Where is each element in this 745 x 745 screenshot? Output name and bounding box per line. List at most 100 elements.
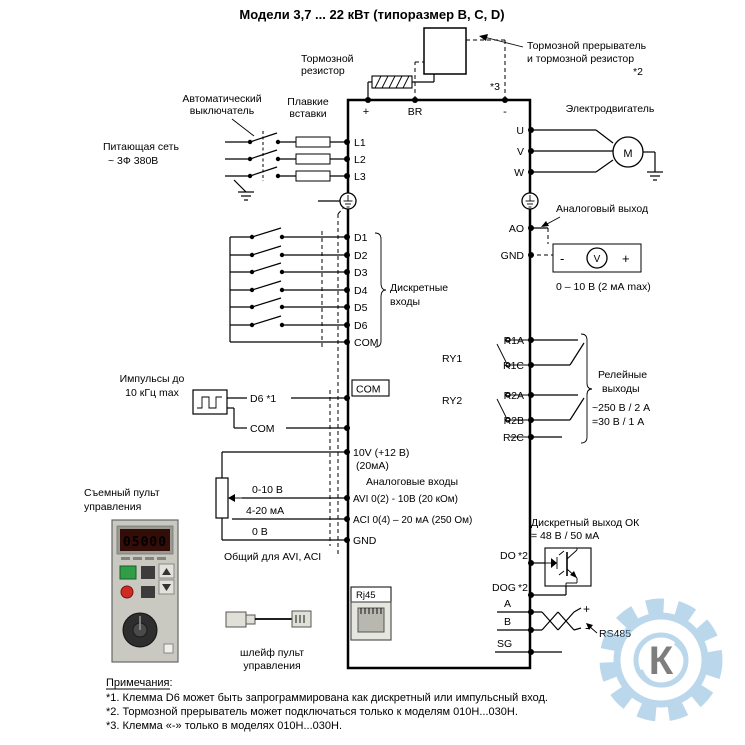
cable-illustration: шлейф пульт управления <box>225 610 312 672</box>
terminal-gnd-right-label: GND <box>501 250 525 262</box>
keypad-knob <box>122 612 158 648</box>
range-4-20ma-label: 4-20 мА <box>246 505 284 517</box>
com-terminal-box-label: COM <box>356 384 381 396</box>
motor-label: Электродвигатель <box>566 103 655 115</box>
page-title: Модели 3,7 ... 22 кВт (типоразмер B, C, … <box>239 7 504 22</box>
analog-output-range-label: 0 – 10 В (2 мА max) <box>556 281 651 293</box>
discrete-inputs-label-2: входы <box>390 296 420 308</box>
cable-connector-left <box>225 611 247 628</box>
relay-ry1-label: RY1 <box>442 353 462 365</box>
voltmeter-plus-label: + <box>622 251 630 266</box>
terminal-dog-label: DOG <box>492 582 516 594</box>
terminal-aci-label: ACI 0(4) – 20 мА (250 Ом) <box>353 515 472 526</box>
watermark-logo: К <box>599 598 723 722</box>
voltmeter-icon: - V + <box>552 243 642 273</box>
discrete-output: Дискретный выход ОК = 48 В / 50 мА DO *2… <box>492 517 640 598</box>
common-avi-aci-label: Общий для AVI, ACI <box>224 551 321 563</box>
terminal-l3-label: L3 <box>354 171 366 183</box>
notes: Примечания: *1. Клемма D6 может быть зап… <box>106 677 548 732</box>
terminal-10v-current-label: (20мА) <box>356 460 389 472</box>
note-3: *3. Клемма «-» только в моделях 010H...0… <box>106 720 342 732</box>
terminal-u-label: U <box>516 125 524 137</box>
terminal-d1-label: D1 <box>354 232 368 244</box>
chopper-note-ref: *2 <box>633 66 643 78</box>
keypad-stop-button <box>120 585 134 599</box>
supply-label-2: ~ 3Ф 380В <box>108 155 158 167</box>
relay-rating-1: ~250 В / 2 А <box>592 402 650 414</box>
terminal-avi-label: AVI 0(2) - 10В (20 кОм) <box>353 494 458 505</box>
note-2: *2. Тормозной прерыватель может подключа… <box>106 706 518 718</box>
terminal-d4-label: D4 <box>354 285 368 297</box>
voltmeter-minus-label: - <box>560 251 564 266</box>
range-0v-label: 0 В <box>252 526 268 538</box>
keypad-display <box>120 529 170 551</box>
rs485-arrow-icon <box>586 623 598 634</box>
terminal-l2-label: L2 <box>354 154 366 166</box>
rj45-connector: Rj45 <box>350 586 392 641</box>
voltmeter-v-label: V <box>594 254 601 265</box>
watermark-letter: К <box>649 639 674 683</box>
rj45-port-icon <box>350 601 392 641</box>
pulse-input: Импульсы до 10 кГц max D6 *1 COM COM <box>120 373 390 435</box>
note3-ref: *3 <box>490 81 500 93</box>
rs485-plus-label: + <box>583 602 590 616</box>
pulse-d6-label: D6 *1 <box>250 393 276 405</box>
analog-inputs: 0-10 В 4-20 мА 0 В Общий для AVI, ACI 10… <box>215 447 472 563</box>
pe-terminal-right-icon <box>521 192 539 210</box>
supply-label-1: Питающая сеть <box>103 141 179 153</box>
relay-ry1-contact-icon <box>496 337 528 368</box>
discrete-inputs-label-1: Дискретные <box>390 282 448 294</box>
keypad-display-value: 05000 <box>123 535 167 550</box>
relay-outputs-label-1: Релейные <box>598 369 647 381</box>
chopper-label-1: Тормозной прерыватель <box>527 40 647 52</box>
breaker-label-1: Автоматический <box>182 93 261 105</box>
terminal-br-label: BR <box>408 106 423 118</box>
terminal-com-label: COM <box>354 337 379 349</box>
terminal-d3-label: D3 <box>354 267 368 279</box>
watermark-crescent <box>639 641 688 688</box>
terminal-r1a-label: R1A <box>504 335 524 347</box>
keypad-label-2: управления <box>84 501 141 513</box>
terminal-r2c-label: R2C <box>503 432 524 444</box>
terminal-dog-ref: *2 <box>518 582 528 594</box>
brake-resistor-label-1: Тормозной <box>301 53 354 65</box>
relay-outputs-label-2: выходы <box>602 383 640 395</box>
brake-resistor-icon <box>371 75 413 89</box>
brake-chopper-box <box>423 27 467 75</box>
breaker-label-2: выключатель <box>190 105 255 117</box>
discrete-input-switches <box>230 227 348 343</box>
keypad-label-1: Съемный пульт <box>84 487 160 499</box>
optocoupler-icon <box>544 547 592 587</box>
relay-outputs: RY1 RY2 R1A R1C R2A R2B R2C Релейные вых… <box>442 333 650 444</box>
fuses-label-2: вставки <box>289 108 326 120</box>
terminal-10v-label: 10V (+12 В) <box>353 447 409 459</box>
cable-label-1: шлейф пульт <box>240 647 304 659</box>
motor-icon: М <box>612 136 644 168</box>
terminal-r2b-label: R2B <box>504 415 524 427</box>
terminal-do-ref: *2 <box>518 550 528 562</box>
keypad-func-button <box>141 586 155 598</box>
analog-output-arrow-icon <box>541 216 561 227</box>
pulse-generator-icon <box>192 389 228 415</box>
chopper-label-2: и тормозной резистор <box>527 53 634 65</box>
rs485-minus-label: - <box>585 620 589 635</box>
relay-rating-2: =30 В / 1 А <box>592 416 644 428</box>
relay-ry2-label: RY2 <box>442 395 462 407</box>
terminal-v-label: V <box>517 146 524 158</box>
terminal-d5-label: D5 <box>354 302 368 314</box>
com-terminal-box <box>351 379 390 397</box>
terminal-r2a-label: R2A <box>504 390 524 402</box>
cable-connector-right <box>291 610 312 628</box>
terminal-a-label: A <box>504 598 511 610</box>
terminal-sg-label: SG <box>497 638 512 650</box>
terminal-d2-label: D2 <box>354 250 368 262</box>
terminal-d6-label: D6 <box>354 320 368 332</box>
keypad-illustration: Съемный пульт управления 05000 <box>84 487 179 663</box>
relay-ry2-contact-icon <box>496 392 528 438</box>
terminal-w-label: W <box>514 167 524 179</box>
analog-output: Аналоговый выход - V + 0 – 10 В (2 мА ma… <box>501 203 651 293</box>
analog-inputs-header: Аналоговые входы <box>366 476 458 488</box>
motor-m-label: М <box>623 148 632 160</box>
note-1: *1. Клемма D6 может быть запрограммирова… <box>106 692 548 704</box>
terminal-gnd-left-label: GND <box>353 535 377 547</box>
